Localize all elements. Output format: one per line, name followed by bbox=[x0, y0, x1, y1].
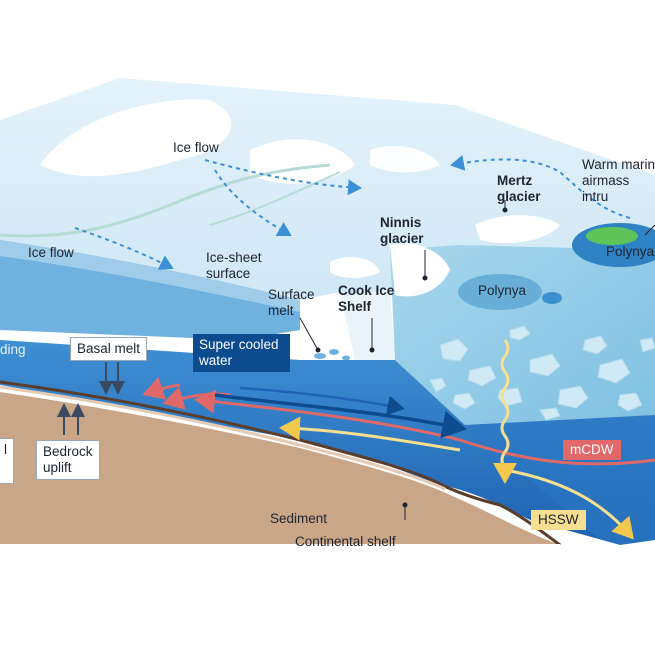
ice-stream-line bbox=[209, 171, 341, 226]
bedrock-uplift-box: Bedrock uplift bbox=[36, 440, 100, 480]
melt-pond bbox=[329, 349, 339, 355]
snow-patch bbox=[40, 99, 232, 177]
hssw-arrow-back bbox=[279, 416, 461, 452]
warm-arrow-left bbox=[142, 376, 181, 400]
mertz-glacier-label: Mertz glacier bbox=[497, 173, 541, 204]
super-cooled-water-box: Super cooled water bbox=[193, 334, 290, 372]
leader-dot bbox=[369, 347, 375, 353]
mcdw-arrow bbox=[194, 389, 655, 466]
polynya-pool-center bbox=[458, 274, 542, 310]
grounding-line-label: ding bbox=[0, 342, 26, 357]
sea-ice-floes bbox=[429, 325, 655, 421]
ice-flow-label-top: Ice flow bbox=[173, 140, 219, 155]
ice-flow-label-left: Ice flow bbox=[28, 245, 74, 260]
polynya-center-label: Polynya bbox=[478, 283, 527, 298]
surface-melt-label: Surface melt bbox=[268, 287, 315, 318]
melt-pond bbox=[314, 353, 326, 359]
mcdw-box: mCDW bbox=[563, 440, 621, 460]
basal-melt-box: Basal melt bbox=[70, 337, 148, 361]
ninnis-glacier-tongue-b bbox=[330, 257, 380, 278]
sediment-line bbox=[0, 380, 561, 547]
cook-ice-shelf bbox=[300, 292, 355, 380]
polynya-green bbox=[586, 227, 638, 245]
ice-stream-line bbox=[0, 163, 331, 238]
sediment-label: Sediment bbox=[270, 511, 328, 526]
cook-ice-shelf-label: Cook Ice Shelf bbox=[338, 283, 395, 314]
continental-shelf-label: Continental shelf bbox=[295, 534, 396, 549]
mertz-glacier-tongue bbox=[475, 215, 560, 244]
airmass-arrow bbox=[450, 154, 631, 219]
hssw-box: HSSW bbox=[531, 510, 586, 530]
continental-shelf bbox=[0, 392, 560, 545]
ninnis-glacier-tongue bbox=[390, 243, 450, 297]
leader-airmass bbox=[644, 224, 655, 236]
leader-surface-melt bbox=[299, 317, 319, 351]
warm-airmass-label: Warm marin airmass intru bbox=[582, 157, 655, 204]
leader-dot bbox=[422, 275, 428, 281]
hssw-arrow-down bbox=[504, 468, 634, 540]
small-pool bbox=[542, 292, 562, 304]
ice-sheet-front-light bbox=[0, 240, 300, 312]
leader-dot bbox=[502, 207, 508, 213]
ice-sheet-surface-label: Ice-sheet surface bbox=[206, 250, 262, 281]
left-partial-box: l bbox=[0, 438, 14, 484]
supercooled-arrow bbox=[214, 393, 467, 439]
leader-dot bbox=[315, 347, 321, 353]
ninnis-glacier-label: Ninnis glacier bbox=[380, 215, 424, 246]
polynya-right-label: Polynya bbox=[606, 244, 655, 259]
melt-pond bbox=[342, 355, 350, 361]
leader-dot bbox=[402, 502, 408, 508]
ice-flow-arrow-left bbox=[74, 227, 174, 270]
mcdw-arrow-upper bbox=[162, 386, 231, 410]
ice-flow-arrow-mid bbox=[214, 169, 292, 236]
snow-patch bbox=[370, 145, 440, 173]
hssw-vertical-wave bbox=[493, 339, 517, 484]
supercooled-arrow-2 bbox=[239, 386, 405, 416]
ice-flow-arrow-top bbox=[204, 159, 362, 196]
